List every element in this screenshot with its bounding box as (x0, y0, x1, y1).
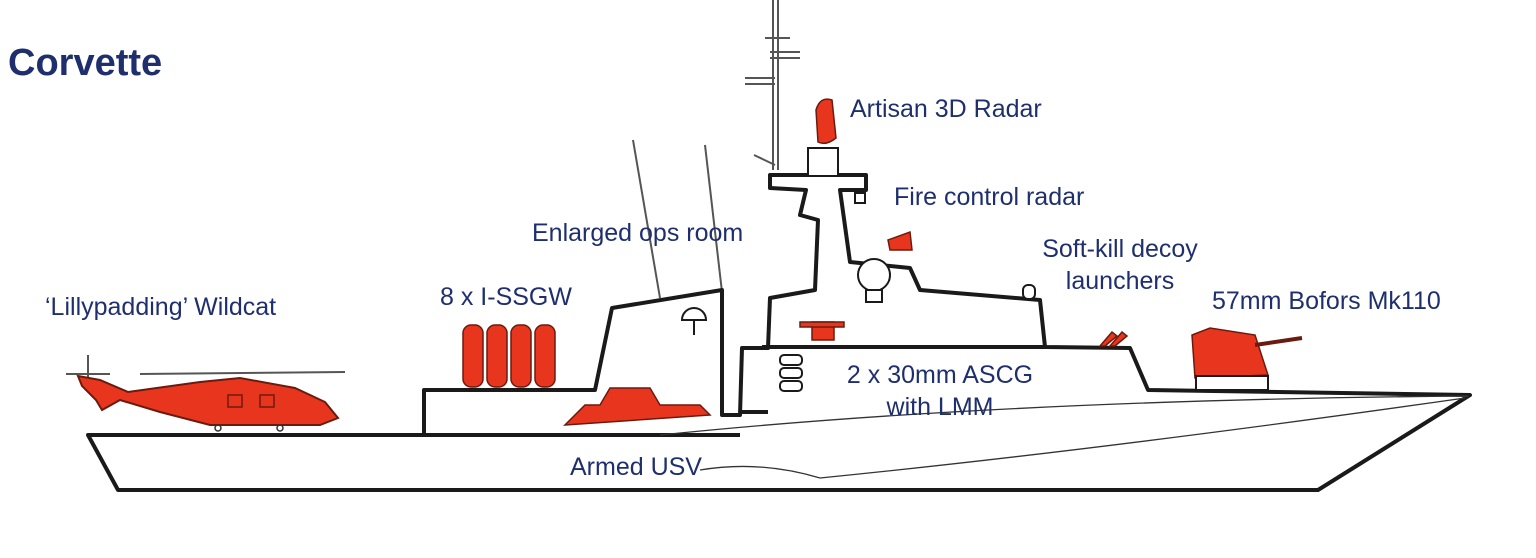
label-ascg-line2: with LMM (886, 393, 994, 421)
label-bofors: 57mm Bofors Mk110 (1212, 287, 1441, 315)
label-ssgw: 8 x I-SSGW (440, 283, 572, 311)
wildcat-helicopter (66, 355, 346, 432)
page-title: Corvette (8, 42, 163, 84)
decoy-launcher (1108, 330, 1129, 347)
fire-control-dish (887, 230, 913, 251)
decoy-launcher (1098, 330, 1119, 347)
artisan-radar (815, 98, 837, 145)
ssgw-canister (510, 324, 532, 388)
ssgw-canister (486, 324, 508, 388)
label-decoy-line2: launchers (1065, 267, 1175, 295)
label-wildcat: ‘Lillypadding’ Wildcat (45, 293, 277, 321)
label-fire-control-radar: Fire control radar (894, 183, 1085, 211)
ssgw-canister (462, 324, 484, 388)
label-ascg-line1: 2 x 30mm ASCG (846, 361, 1034, 389)
label-decoy-line1: Soft-kill decoy (1042, 235, 1198, 263)
hull (86, 173, 1472, 492)
bofors-turret (1191, 327, 1270, 379)
label-usv: Armed USV (570, 453, 702, 481)
label-ops-room: Enlarged ops room (532, 219, 744, 247)
usv (563, 387, 712, 426)
label-artisan-radar: Artisan 3D Radar (850, 95, 1042, 123)
masts (632, 0, 800, 299)
ssgw-canister (534, 324, 556, 388)
